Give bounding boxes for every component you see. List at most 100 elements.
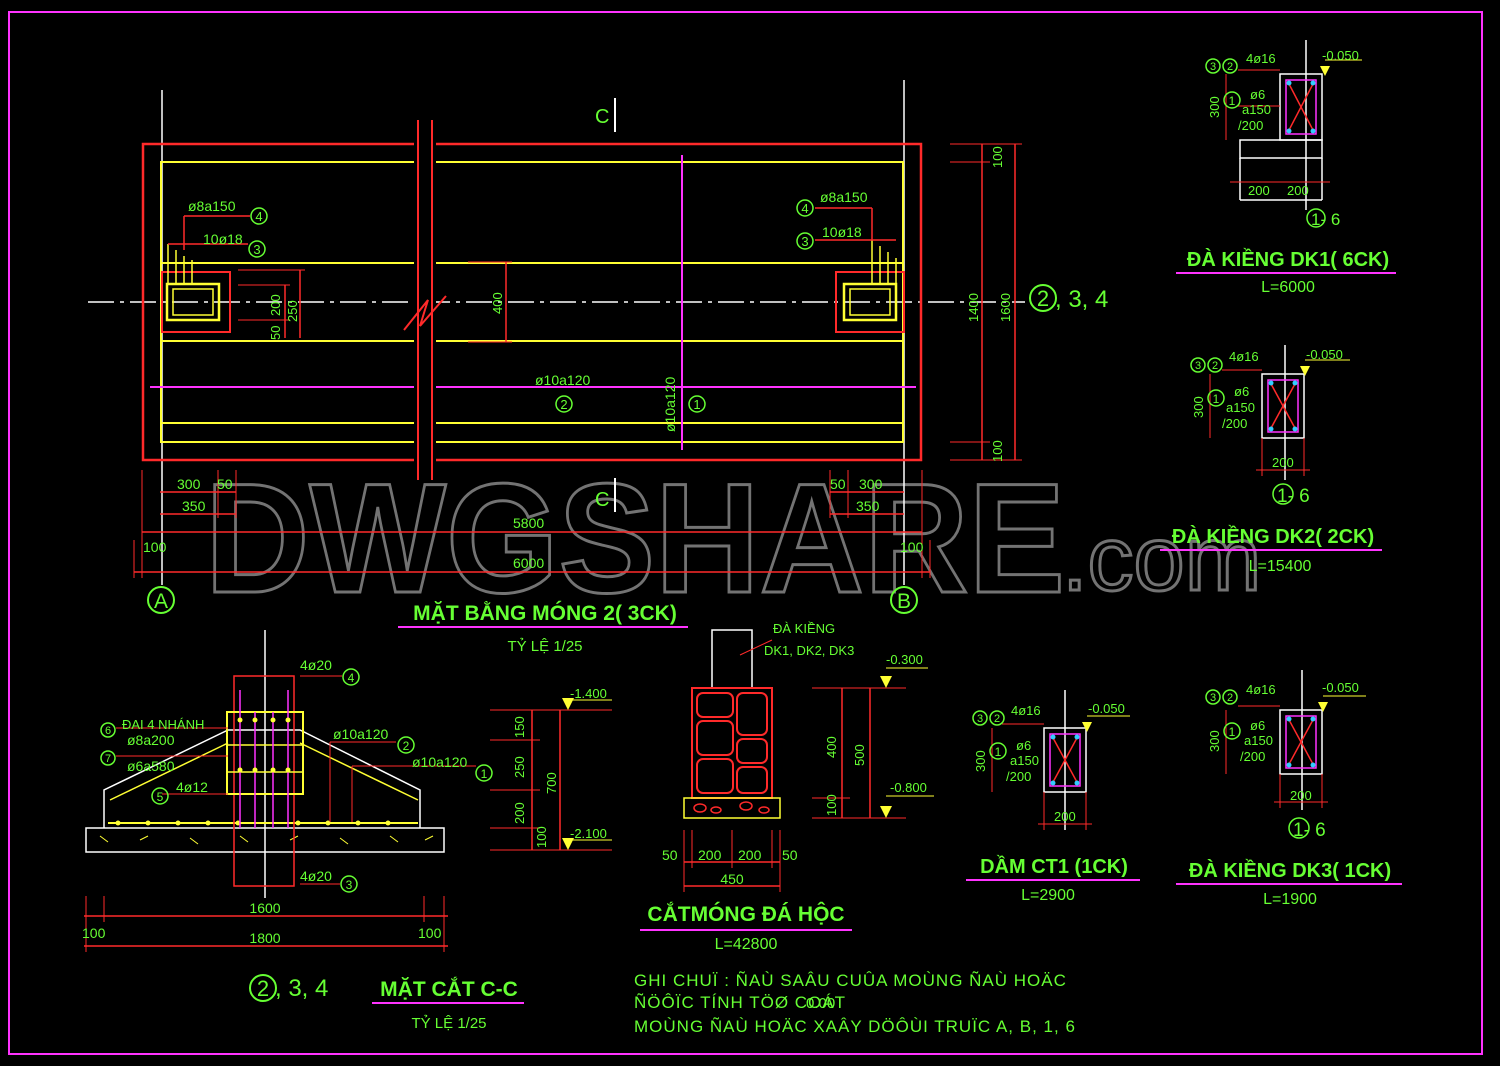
plan-dim-edge-left: 100 <box>143 539 167 555</box>
cc-label-2-text: ø10a120 <box>333 726 388 742</box>
dk3-axis: 1- 6 <box>1293 820 1326 841</box>
plan-right-bars-no: 3 <box>801 234 808 249</box>
dk2-height: 300 <box>1191 396 1206 418</box>
stone-level-marker-bottom <box>880 806 892 818</box>
dk3-top-bar: 4ø16 <box>1246 682 1276 697</box>
plan-dim-r300: 300 <box>859 476 883 492</box>
dk2-stirrup-3: /200 <box>1222 416 1247 431</box>
cc-label-5-no: 5 <box>157 790 164 804</box>
beam-dk3: -0.050 3 2 4ø16 1 ø6 a150 /200 300 200 1… <box>1176 670 1402 908</box>
plan-axis-a: A <box>154 590 168 613</box>
dk1-no-3: 3 <box>1210 61 1216 73</box>
cc-vdim-100: 100 <box>534 826 549 848</box>
beam-dk1: -0.050 3 2 4ø16 1 ø6 a150 /200 300 200 2… <box>1176 40 1396 296</box>
dk2-length: L=15400 <box>1249 558 1312 575</box>
dk1-length: L=6000 <box>1261 279 1315 296</box>
section-cc: 4ø20 4 6 ĐAI 4 NHÁNH ø8a200 7 ø6a580 5 4… <box>82 630 612 1032</box>
dk1-height: 300 <box>1207 96 1222 118</box>
note-line-2-value: 0.00 <box>806 995 835 1012</box>
stone-vdim-100: 100 <box>824 794 839 816</box>
ct1-stirrup-1: ø6 <box>1016 738 1031 753</box>
dk1-stirrup-3: /200 <box>1238 118 1263 133</box>
plan-dim-r50: 50 <box>830 476 846 492</box>
plan-dim-right-bottom: 100 <box>990 440 1005 462</box>
cc-level-bottom: -2.100 <box>570 826 607 841</box>
dk2-no-3: 3 <box>1195 360 1201 372</box>
cc-label-7-text: ø6a580 <box>127 758 175 774</box>
stone-level-bottom: -0.800 <box>890 780 927 795</box>
dk2-level: -0.050 <box>1306 347 1343 362</box>
dk2-top-bar: 4ø16 <box>1229 349 1259 364</box>
stone-level-top: -0.300 <box>886 652 923 667</box>
watermark: DWGSHARE .com <box>204 451 1263 628</box>
plan-dim-l50: 50 <box>217 476 233 492</box>
cc-axis-text: , 3, 4 <box>275 975 328 1002</box>
cc-level-top: -1.400 <box>570 686 607 701</box>
cc-label-5-text: 4ø12 <box>176 779 208 795</box>
cc-vdim-250: 250 <box>512 756 527 778</box>
cc-axis-bubble: 2 <box>257 976 269 1001</box>
dk1-stirrup-2: a150 <box>1242 102 1271 117</box>
cc-label-1-no: 1 <box>481 767 488 781</box>
plan-dim-span-inner: 5800 <box>513 515 544 531</box>
plan-left-bars-label: 10ø18 <box>203 231 243 247</box>
stone-hdim-a: 50 <box>662 847 678 863</box>
plan-axis-b: B <box>897 590 911 613</box>
cc-title: MẶT CẮT C-C <box>380 977 518 1001</box>
cc-hdim-left: 100 <box>82 925 106 941</box>
dk3-length: L=1900 <box>1263 891 1317 908</box>
plan-dim-r350: 350 <box>856 498 880 514</box>
plan-scale: TỶ LỆ 1/25 <box>507 638 582 655</box>
dk2-stirrup-1: ø6 <box>1234 384 1249 399</box>
plan-dim-250: 250 <box>285 300 300 322</box>
dk3-no-2: 2 <box>1227 692 1233 704</box>
stone-vdim-400: 400 <box>824 736 839 758</box>
ct1-no-2: 2 <box>994 713 1000 725</box>
dk2-stirrup-2: a150 <box>1226 400 1255 415</box>
watermark-suffix: .com <box>1062 508 1261 610</box>
stone-hdim-total: 450 <box>720 871 744 887</box>
dk3-level: -0.050 <box>1322 680 1359 695</box>
dk3-no-3: 3 <box>1210 692 1216 704</box>
cc-label-2-no: 2 <box>403 739 410 753</box>
cc-vdim-200: 200 <box>512 802 527 824</box>
dk1-no-2: 2 <box>1227 61 1233 73</box>
dk1-stirrup-1: ø6 <box>1250 87 1265 102</box>
dk3-stirrup-2: a150 <box>1244 733 1273 748</box>
plan-right-stirrup-no: 4 <box>801 201 808 216</box>
note-line-2: ÑÖÔÏC TÍNH TÖØ COÁT <box>634 993 846 1012</box>
ct1-height: 300 <box>973 750 988 772</box>
drawing-frame <box>8 11 1483 1055</box>
plan-dim-l300: 300 <box>177 476 201 492</box>
dk2-width: 200 <box>1272 455 1294 470</box>
cc-label-3-text: 4ø20 <box>300 868 332 884</box>
dk2-title: ĐÀ KIỀNG DK2( 2CK) <box>1172 525 1374 548</box>
stone-hdim-d: 50 <box>782 847 798 863</box>
plan-dim-right-mid: 1400 <box>966 293 981 322</box>
plan-dim-span-outer: 6000 <box>513 555 544 571</box>
dk1-top-bar: 4ø16 <box>1246 51 1276 66</box>
level-marker-top <box>562 698 574 710</box>
lean-concrete-hatch <box>99 835 434 845</box>
ct1-length: L=2900 <box>1021 887 1075 904</box>
dk2-no-2: 2 <box>1212 360 1218 372</box>
plan-dim-right-top: 100 <box>990 146 1005 168</box>
cc-hdim-right: 100 <box>418 925 442 941</box>
plan-left-stirrup-no: 4 <box>255 209 262 224</box>
plan-right-stirrup-label: ø8a150 <box>820 189 868 205</box>
note-line-3: MOÙNG ÑAÙ HOÄC XAÂY DÖÔÙI TRUÏC A, B, 1,… <box>634 1017 1076 1036</box>
ct1-width: 200 <box>1054 809 1076 824</box>
ct1-stirrup-2: a150 <box>1010 753 1039 768</box>
note-line-1: GHI CHUÏ : ÑAÙ SAÂU CUÛA MOÙNG ÑAÙ HOÄC <box>634 971 1067 990</box>
stone-hdim-b: 200 <box>698 847 722 863</box>
plan-dim-edge-right: 100 <box>900 539 924 555</box>
stone-beam-label-2: DK1, DK2, DK3 <box>764 643 854 658</box>
dk1-title: ĐÀ KIỀNG DK1( 6CK) <box>1187 248 1389 271</box>
cc-label-3-no: 3 <box>346 878 353 892</box>
dk1-no-1: 1 <box>1229 94 1236 108</box>
cc-label-7-no: 7 <box>105 753 111 765</box>
plan-dim-l350: 350 <box>182 498 206 514</box>
plan-right-bars-label: 10ø18 <box>822 224 862 240</box>
ct1-top-bar: 4ø16 <box>1011 703 1041 718</box>
